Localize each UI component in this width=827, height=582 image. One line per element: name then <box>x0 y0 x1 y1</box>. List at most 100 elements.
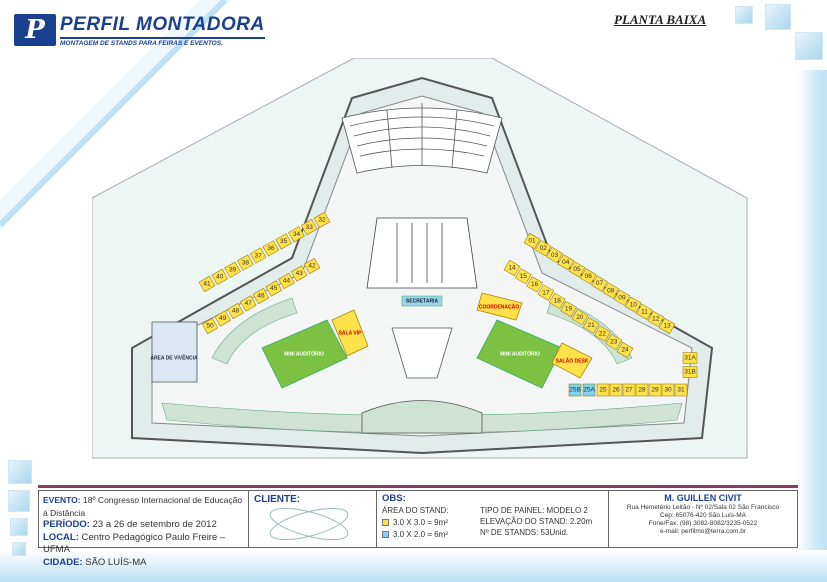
stand-box <box>546 247 563 264</box>
stand-label: 11 <box>641 309 648 316</box>
contact-email: e-mail: perfilmo@terra.com.br <box>659 528 747 535</box>
stand-box <box>303 257 321 275</box>
stand-18: 18 <box>548 292 566 309</box>
contact-name: M. GUILLEN CIVIT <box>664 493 742 503</box>
stand-38: 38 <box>237 254 254 271</box>
stand-31A: 31A <box>682 352 698 364</box>
logo-name: PERFIL MONTADORA <box>60 14 265 35</box>
stand-36: 36 <box>262 240 280 257</box>
stand-label: 13 <box>663 323 671 330</box>
stand-43: 43 <box>290 265 308 282</box>
stand-31: 31 <box>674 383 688 397</box>
deco-square <box>795 32 823 60</box>
stand-box <box>252 287 270 305</box>
stand-label: 35 <box>280 238 288 245</box>
stand-44: 44 <box>278 272 295 290</box>
stand-box <box>211 268 229 285</box>
stand-21: 21 <box>582 317 600 334</box>
area-label: ÁREA DO STAND: <box>382 506 449 515</box>
coordenacao-label: COORDENAÇÃO <box>479 303 519 310</box>
stand-17: 17 <box>537 284 555 301</box>
stand-46: 46 <box>252 287 270 305</box>
mini-auditorio-left <box>261 319 348 389</box>
stand-box <box>605 333 622 350</box>
stand-box <box>300 219 318 236</box>
event-name: 18º Congresso Internacional de Educação … <box>43 495 243 518</box>
stand-label: 31 <box>677 387 685 394</box>
stand-27: 27 <box>622 383 636 397</box>
stand-34: 34 <box>288 226 305 243</box>
stand-box <box>288 226 305 243</box>
stand-50: 50 <box>201 317 219 335</box>
yellow-swatch <box>382 519 389 527</box>
client-info: CLIENTE: <box>249 491 377 547</box>
stand-19: 19 <box>560 300 577 318</box>
stand-06: 06 <box>579 268 597 285</box>
page-title: PLANTA BAIXA <box>614 12 707 27</box>
stand-label: 15 <box>520 273 528 280</box>
blue-swatch <box>382 531 389 539</box>
stand-box <box>503 259 521 277</box>
stand-label: 45 <box>270 285 278 292</box>
stand-box <box>227 302 244 320</box>
stand-label: 17 <box>542 289 550 296</box>
stand-box <box>568 383 582 397</box>
logo-mark: P <box>14 14 56 46</box>
stand-box <box>591 275 608 292</box>
sala-desk <box>551 342 593 379</box>
stand-box <box>239 295 257 312</box>
obs-info: OBS: ÁREA DO STAND: 3.0 X 3.0 = 9m² 3.0 … <box>377 491 609 547</box>
stand-37: 37 <box>249 247 267 264</box>
stand-box <box>548 292 566 309</box>
event-period: 23 a 26 de setembro de 2012 <box>92 519 217 530</box>
stand-label: 41 <box>203 281 211 288</box>
corner-decoration <box>0 0 230 230</box>
stand-label: 06 <box>585 273 593 280</box>
stand-label: 05 <box>573 266 581 273</box>
stand-label: 46 <box>257 293 265 300</box>
deco-square <box>8 490 30 512</box>
stand-label: 37 <box>254 252 262 259</box>
stand-label: 04 <box>562 259 570 266</box>
stand-label: 08 <box>607 287 615 294</box>
info-bar: EVENTO: 18º Congresso Internacional de E… <box>38 490 798 568</box>
stand-47: 47 <box>239 295 257 312</box>
stand-label: 28 <box>638 387 646 394</box>
stand-box <box>515 268 532 285</box>
event-location: Centro Pedagógico Paulo Freire – UFMA <box>43 531 226 556</box>
stand-10: 10 <box>624 296 642 313</box>
stand-label: 12 <box>652 316 660 323</box>
stand-24: 24 <box>616 341 634 359</box>
stand-box <box>534 239 552 257</box>
stand-04: 04 <box>557 254 575 271</box>
stand-13: 13 <box>658 317 676 335</box>
stand-label: 30 <box>664 387 672 394</box>
stand-box <box>648 383 662 397</box>
stand-label: 07 <box>596 280 604 287</box>
stand-42: 42 <box>303 257 321 275</box>
stand-box <box>523 232 541 250</box>
stand-box <box>249 247 267 264</box>
stand-box <box>275 233 292 250</box>
stand-02: 02 <box>534 239 552 257</box>
stand-box <box>674 383 688 397</box>
obs-label: OBS: <box>382 493 406 504</box>
stand-33: 33 <box>300 219 318 236</box>
stand-box <box>201 317 219 335</box>
stand-box <box>616 341 634 359</box>
right-gradient-band <box>797 70 827 582</box>
stands-layer: 0102030405060708091011121314151617181920… <box>198 211 698 397</box>
stand-box <box>594 325 611 342</box>
stand-label: 49 <box>219 315 227 322</box>
stand-05: 05 <box>568 261 586 278</box>
deco-square <box>8 460 32 484</box>
stand-09: 09 <box>613 289 631 306</box>
stand-label: 29 <box>651 387 659 394</box>
event-info: EVENTO: 18º Congresso Internacional de E… <box>39 491 249 568</box>
stand-11: 11 <box>636 303 653 320</box>
stand-label: 23 <box>610 339 618 346</box>
stand-label: 36 <box>267 245 275 252</box>
stand-16: 16 <box>526 276 543 293</box>
event-city: SÃO LUÍS-MA <box>85 556 147 568</box>
stand-box <box>214 310 232 327</box>
